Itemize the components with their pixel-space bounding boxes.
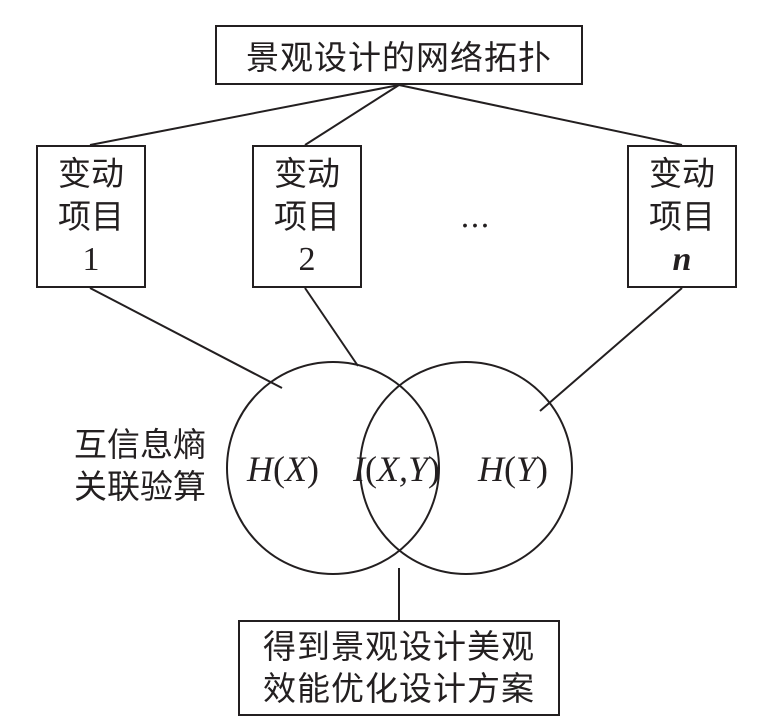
item-index: 1 bbox=[82, 241, 100, 278]
item-index: 2 bbox=[298, 241, 316, 278]
side-label-line1: 互信息熵 bbox=[74, 425, 206, 464]
venn-circle-x bbox=[226, 361, 440, 575]
item-node-n: 变动 项目 n bbox=[627, 145, 737, 288]
arg: Y bbox=[516, 449, 537, 489]
side-label-line2: 关联验算 bbox=[74, 467, 206, 506]
venn-circle-y bbox=[359, 361, 573, 575]
venn-label-ixy: I(X,Y) bbox=[353, 449, 441, 489]
item-line1: 变动 bbox=[649, 154, 715, 193]
edge-item1-venn bbox=[89, 287, 283, 389]
edge-root-item2 bbox=[304, 84, 400, 146]
item-line2: 项目 bbox=[58, 197, 124, 236]
item-line1: 变动 bbox=[274, 154, 340, 193]
side-label: 互信息熵 关联验算 bbox=[74, 424, 206, 508]
item-node-1: 变动 项目 1 bbox=[36, 145, 146, 288]
edge-item2-venn bbox=[304, 287, 359, 367]
root-label: 景观设计的网络拓扑 bbox=[246, 38, 552, 77]
edge-root-itemn bbox=[398, 84, 683, 146]
arg: X,Y bbox=[377, 449, 429, 489]
result-line2: 效能优化设计方案 bbox=[263, 669, 535, 708]
result-line1: 得到景观设计美观 bbox=[263, 627, 535, 666]
result-node: 得到景观设计美观 效能优化设计方案 bbox=[238, 620, 560, 716]
ellipsis: … bbox=[460, 200, 490, 235]
venn-label-hx: H(X) bbox=[247, 449, 319, 489]
edge-root-item1 bbox=[89, 84, 400, 146]
fn: H bbox=[478, 449, 504, 489]
item-index: n bbox=[672, 241, 692, 278]
item-node-2: 变动 项目 2 bbox=[252, 145, 362, 288]
arg: X bbox=[285, 449, 307, 489]
root-node: 景观设计的网络拓扑 bbox=[215, 25, 583, 85]
fn: I bbox=[353, 449, 365, 489]
item-line1: 变动 bbox=[58, 154, 124, 193]
fn: H bbox=[247, 449, 273, 489]
item-line2: 项目 bbox=[649, 197, 715, 236]
edge-itemn-venn bbox=[539, 287, 683, 412]
item-line2: 项目 bbox=[274, 197, 340, 236]
venn-label-hy: H(Y) bbox=[478, 449, 549, 489]
